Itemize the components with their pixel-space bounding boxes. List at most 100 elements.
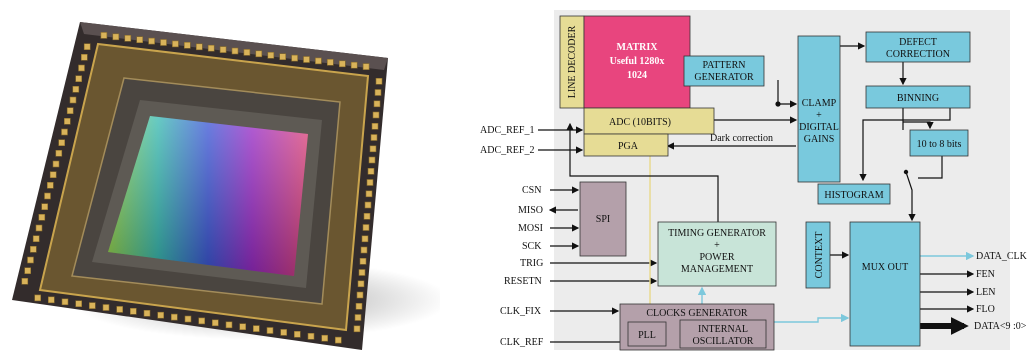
context-label: CONTEXT [814,232,825,279]
pll-block [627,321,667,347]
gold-pad [353,325,361,333]
gold-pad [291,54,298,62]
gold-pad [38,214,46,221]
gold-pad [279,53,287,61]
gold-pad [184,41,191,49]
block-diagram: LINE DECODER MATRIX Useful 1280x 1024 AD… [480,10,1028,351]
gold-pad [100,32,108,39]
gold-pad [267,51,275,59]
matrix-block: MATRIX Useful 1280x 1024 [583,15,691,109]
gold-pad [34,294,42,302]
gold-pad [365,190,373,198]
gold-pad [49,171,57,178]
input-trig: TRIG [520,258,543,269]
gold-pad [24,267,32,275]
gold-pad [280,329,288,336]
gold-pad [367,168,375,175]
gold-pad [143,309,151,317]
gold-pad [21,277,29,285]
gold-pad [61,128,68,136]
gold-pad [212,319,219,327]
gold-pad [219,46,227,53]
sensor-chip-photo [12,22,440,350]
gold-pad [29,246,37,253]
clamp-line-4: GAINS [804,134,835,145]
clamp-line-3: DIGITAL [799,122,839,133]
gold-pads [21,32,383,344]
defect-correction-block: DEFECT CORRECTION [865,31,971,63]
gold-pad [355,302,363,310]
histogram-block: HISTOGRAM [817,183,891,205]
gold-pad [368,156,376,164]
binning-block: BINNING [865,85,971,109]
gold-pad [172,40,179,48]
gold-pad [363,213,371,220]
gold-pad [321,334,329,342]
mux-out-block: MUX OUT [849,221,921,347]
input-adc-ref-2: ADC_REF_2 [480,145,534,156]
gold-pad [369,145,377,153]
output-data-bus: DATA<9 :0> [974,321,1027,332]
dark-correction-label: Dark correction [710,133,773,144]
output-len: LEN [976,287,995,298]
pattern-generator-line-2: GENERATOR [694,72,754,83]
gold-pad [171,313,178,321]
gold-pad [196,43,203,51]
clamp-line-2: + [816,110,822,121]
clamp-block: CLAMP + DIGITAL GAINS [797,35,841,183]
matrix-title: MATRIX [617,42,659,53]
gold-pad [362,63,370,70]
context-block: CONTEXT [805,221,831,289]
gold-pad [293,330,301,338]
adc-label: ADC (10BITS) [609,117,671,128]
output-labels: DATA_CLK FEN LEN FLO DATA<9 :0> [974,251,1028,332]
gold-pad [372,111,380,119]
gold-pad [303,56,310,63]
gold-pad [75,300,82,308]
defect-correction-line-2: CORRECTION [886,49,950,60]
gold-pad [239,323,246,331]
clocks-generator-block: CLOCKS GENERATOR PLL INTERNAL OSCILLATOR [619,303,775,351]
gold-pad [124,34,132,42]
gold-pad [116,306,123,313]
internal-oscillator-line-2: OSCILLATOR [693,336,754,347]
output-flo: FLO [976,304,995,315]
gold-pad [130,307,137,315]
gold-pad [72,86,80,93]
ten-to-eight-block: 10 to 8 bits [909,129,969,157]
histogram-label: HISTOGRAM [824,190,883,201]
gold-pad [64,118,71,125]
gold-pad [350,61,358,69]
gold-pad [373,100,381,108]
gold-pad [338,60,346,68]
pll-label: PLL [638,330,656,341]
gold-pad [361,235,369,243]
input-miso: MISO [518,205,543,216]
timing-generator-block: TIMING GENERATOR + POWER MANAGEMENT [657,221,777,287]
gold-pad [27,256,34,264]
timing-line-3: POWER [700,252,735,263]
gold-pad [44,192,51,200]
gold-pad [374,89,382,96]
pattern-generator-block: PATTERN GENERATOR [683,55,765,87]
gold-pad [354,314,362,321]
gold-pad [66,107,74,114]
gold-pad [326,58,334,66]
input-resetn: RESETN [504,276,542,287]
gold-pad [225,321,233,329]
gold-pad [357,280,365,288]
clocks-generator-label: CLOCKS GENERATOR [646,308,748,319]
input-sck: SCK [522,241,542,252]
output-fen: FEN [976,269,995,280]
gold-pad [315,57,322,65]
gold-pad [102,304,110,311]
gold-pad [231,47,239,55]
pga-label: PGA [618,141,639,152]
gold-pad [78,64,85,72]
gold-pad [148,37,155,45]
gold-pad [356,291,364,299]
gold-pad [184,315,192,323]
ten-to-eight-label: 10 to 8 bits [917,139,962,150]
gold-pad [35,224,43,232]
gold-pad [81,53,88,61]
